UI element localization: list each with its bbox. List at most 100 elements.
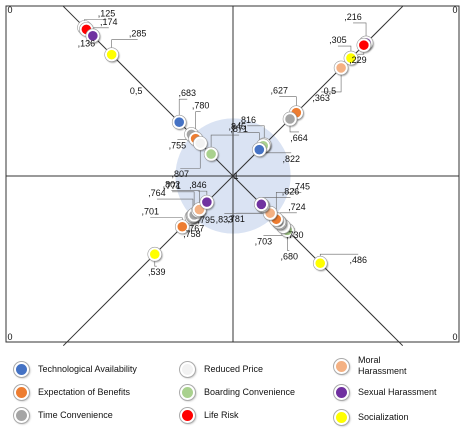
data-label-bottom-right-boarding-convenience: ,680 — [281, 251, 299, 261]
data-label-top-left-boarding-convenience: ,871 — [230, 124, 248, 134]
data-label-bottom-right-reduced-price: ,703 — [255, 236, 273, 246]
point-ring-bottom-left-socialization — [147, 246, 163, 262]
point-top-right-time-convenience — [283, 112, 297, 126]
legend-item-moral-harassment: Moral Harassment — [334, 355, 444, 377]
data-label-bottom-right-moral-harassment: ,781 — [227, 214, 245, 224]
data-label-top-right-sexual-harassment: ,216 — [344, 12, 362, 22]
data-label-bottom-right-time-convenience: ,730 — [286, 230, 304, 240]
data-label-top-left-reduced-price: ,807 — [171, 169, 189, 179]
leader-line-top-left-reduced-price — [180, 143, 201, 169]
data-label-top-right-expectation-of-benefits: ,627 — [271, 86, 289, 96]
data-label-top-right-boarding-convenience: ,822 — [282, 154, 300, 164]
point-top-left-technological-availability — [172, 115, 187, 130]
point-ring-bottom-left-moral-harassment — [192, 202, 207, 217]
legend-label: Time Convenience — [38, 410, 113, 420]
point-top-right-technological-availability — [252, 142, 267, 157]
data-label-bottom-right-sexual-harassment: ,833 — [216, 214, 234, 224]
point-top-left-boarding-convenience — [204, 147, 218, 161]
leader-line-top-left-technological-availability — [178, 98, 188, 123]
legend-swatch — [14, 385, 29, 400]
point-top-right-moral-harassment — [334, 61, 348, 75]
data-label-top-left-expectation-of-benefits: ,780 — [192, 101, 210, 111]
legend-item-boarding-convenience: Boarding Convenience — [180, 385, 295, 400]
data-label-top-right-life-risk: ,229 — [349, 55, 367, 65]
data-label-top-left-time-convenience: ,755 — [169, 140, 187, 150]
point-ring-top-right-technological-availability — [252, 142, 267, 157]
data-label-bottom-left-moral-harassment: ,802 — [163, 180, 181, 190]
tick-mid-top-left: 0,5 — [130, 86, 143, 96]
point-ring-bottom-right-sexual-harassment — [254, 197, 269, 212]
point-ring-top-right-time-convenience — [282, 111, 298, 127]
point-ring-top-right-moral-harassment — [333, 60, 349, 76]
legend: Technological Availability Reduced Price… — [0, 350, 470, 429]
tick-center: 1 — [233, 171, 238, 181]
legend-item-time-convenience: Time Convenience — [14, 408, 113, 423]
data-label-bottom-right-technological-availability: ,724 — [288, 202, 306, 212]
data-label-top-left-technological-availability: ,683 — [178, 88, 196, 98]
legend-swatch — [180, 408, 195, 423]
legend-swatch — [334, 385, 349, 400]
legend-item-technological-availability: Technological Availability — [14, 362, 137, 377]
point-ring-top-left-socialization — [104, 47, 119, 62]
legend-label: Expectation of Benefits — [38, 387, 131, 397]
point-bottom-right-socialization — [313, 256, 328, 271]
point-ring-top-left-sexual-harassment — [85, 28, 101, 44]
legend-label: Life Risk — [204, 410, 239, 420]
data-label-top-right-socialization: ,305 — [329, 35, 347, 45]
data-label-bottom-left-time-convenience: ,771 — [163, 181, 181, 191]
legend-label: Moral Harassment — [358, 355, 407, 376]
point-ring-top-left-reduced-price — [192, 135, 208, 151]
legend-item-socialization: Socialization — [334, 410, 409, 425]
data-label-bottom-left-life-risk: ,758 — [183, 229, 201, 239]
legend-swatch — [14, 408, 29, 423]
point-bottom-left-sexual-harassment — [200, 195, 214, 209]
data-label-bottom-left-reduced-price: ,795 — [197, 215, 215, 225]
legend-swatch — [180, 385, 195, 400]
point-top-left-reduced-price — [193, 136, 208, 151]
legend-label: Reduced Price — [204, 364, 264, 374]
legend-label: Socialization — [358, 412, 409, 422]
data-label-bottom-right-life-risk: ,826 — [282, 187, 300, 197]
point-bottom-left-socialization — [147, 247, 162, 262]
point-ring-top-left-technological-availability — [171, 114, 187, 130]
legend-label: Boarding Convenience — [204, 387, 296, 397]
data-label-bottom-right-socialization: ,486 — [349, 255, 367, 265]
point-bottom-right-sexual-harassment — [254, 197, 269, 212]
point-ring-bottom-right-socialization — [312, 255, 328, 271]
legend-item-life-risk: Life Risk — [180, 408, 239, 423]
point-top-left-socialization — [104, 47, 119, 62]
leader-line-top-right-moral-harassment — [321, 67, 342, 93]
tick-corner-bottom-left: 0 — [7, 332, 12, 342]
data-label-top-right-reduced-price: ,816 — [238, 115, 256, 125]
legend-item-expectation-of-benefits: Expectation of Benefits — [14, 385, 130, 400]
point-ring-top-right-socialization — [343, 50, 359, 66]
point-top-right-life-risk — [357, 38, 371, 52]
data-label-bottom-left-expectation-of-benefits: ,701 — [141, 207, 159, 217]
point-top-left-sexual-harassment — [86, 29, 100, 43]
point-ring-bottom-left-expectation-of-benefits — [174, 219, 190, 235]
legend-swatch — [180, 362, 195, 377]
data-label-bottom-left-sexual-harassment: ,846 — [189, 180, 207, 190]
tick-corner-top-right: 0 — [452, 5, 457, 15]
legend-swatch — [334, 358, 349, 374]
data-label-top-right-technological-availability: ,845 — [229, 122, 247, 132]
point-top-right-socialization — [344, 51, 358, 65]
data-label-top-right-time-convenience: ,664 — [290, 133, 308, 143]
legend-swatch — [14, 362, 29, 377]
legend-item-sexual-harassment: Sexual Harassment — [334, 385, 437, 400]
legend-label: Technological Availability — [38, 364, 137, 374]
data-label-top-left-socialization: ,285 — [129, 29, 147, 39]
tick-mid-top-right: 0,5 — [324, 86, 337, 96]
point-ring-top-left-boarding-convenience — [203, 146, 219, 162]
data-label-top-left-sexual-harassment: ,174 — [100, 17, 118, 27]
data-label-top-left-moral-harassment: ,125 — [98, 9, 116, 19]
data-label-top-left-life-risk: ,136 — [78, 38, 96, 48]
legend-swatch — [334, 410, 349, 425]
legend-label: Sexual Harassment — [358, 387, 437, 397]
data-label-bottom-left-socialization: ,539 — [148, 267, 166, 277]
legend-item-reduced-price: Reduced Price — [180, 362, 263, 377]
point-bottom-left-expectation-of-benefits — [175, 219, 190, 234]
point-ring-bottom-right-moral-harassment — [262, 205, 278, 221]
